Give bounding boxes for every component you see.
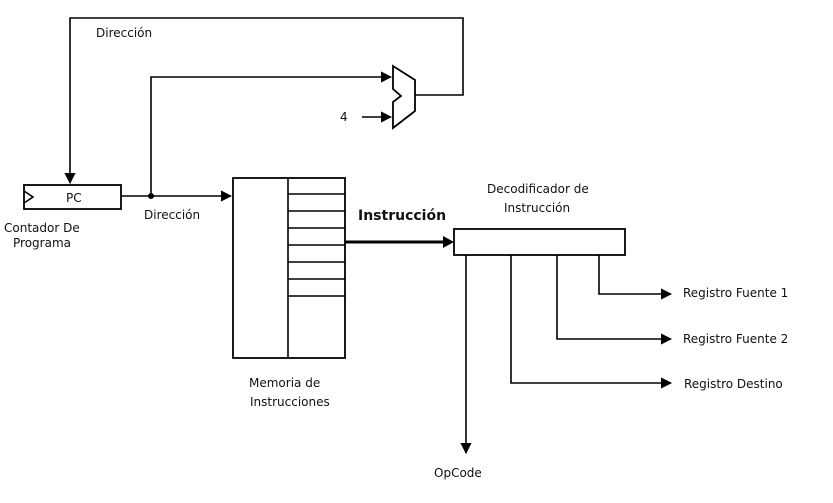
clock-triangle-icon [23, 190, 35, 204]
fuente1-wire [598, 255, 673, 300]
contador-label-line2: Programa [13, 236, 71, 250]
pc-label: PC [66, 191, 82, 205]
constant-four-label: 4 [340, 110, 348, 124]
registro-fuente-2-label: Registro Fuente 2 [683, 332, 788, 346]
pc-register [23, 184, 122, 210]
memory-rows [288, 193, 345, 297]
decodificador-label-line1: Decodificador de [487, 182, 589, 196]
memoria-label-line1: Memoria de [249, 376, 320, 390]
contador-label-line1: Contador De [4, 221, 80, 235]
decodificador-label-line2: Instrucción [504, 201, 570, 215]
pc-to-adder-wire [150, 71, 393, 196]
direccion-mid-label: Dirección [144, 208, 200, 222]
instruction-decoder [453, 228, 626, 256]
instruction-memory [232, 177, 346, 359]
registro-fuente-1-label: Registro Fuente 1 [683, 286, 788, 300]
instruction-bus-arrow [443, 236, 454, 248]
destino-wire [510, 255, 673, 389]
adder-unit [392, 64, 416, 130]
junction-dot [148, 193, 154, 199]
registro-destino-label: Registro Destino [684, 377, 783, 391]
memoria-label-line2: Instrucciones [250, 395, 330, 409]
fuente2-wire [556, 255, 673, 345]
instruccion-label: Instrucción [358, 208, 446, 224]
opcode-label: OpCode [434, 466, 482, 480]
feedback-wire [64, 17, 464, 185]
direccion-top-label: Dirección [96, 26, 152, 40]
